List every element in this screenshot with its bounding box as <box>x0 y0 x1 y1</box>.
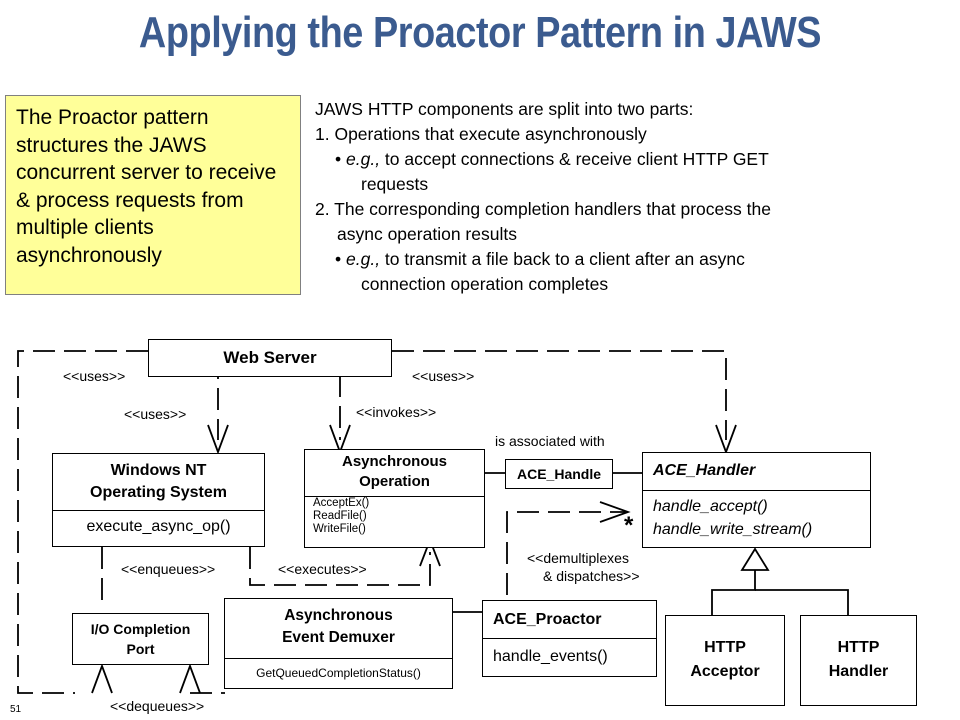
ace-handle-label: ACE_Handle <box>516 466 602 482</box>
inherit-acceptor <box>711 570 756 615</box>
label-executes: <<executes>> <box>278 561 367 577</box>
http-acceptor-box: HTTP Acceptor <box>665 615 785 706</box>
method-handle-write-stream: handle_write_stream() <box>653 521 813 538</box>
http-handler-box: HTTP Handler <box>800 615 917 706</box>
bullet-item1-sub-cont: requests <box>361 174 429 194</box>
async-event-demuxer-name: Asynchronous Event Demuxer <box>225 599 452 659</box>
arrowhead-windows <box>207 424 229 455</box>
method-writefile: WriteFile() <box>313 523 366 535</box>
http-handler-line2: Handler <box>828 663 889 680</box>
label-demultiplexes-2: & dispatches>> <box>543 568 640 584</box>
bullet-item2-sub-em: e.g., <box>346 249 381 269</box>
ace-proactor-box: ACE_Proactor handle_events() <box>482 600 657 677</box>
async-operation-name: Asynchronous Operation <box>305 450 484 497</box>
inherit-handler <box>755 589 849 615</box>
async-operation-box: Asynchronous Operation AcceptEx() ReadFi… <box>304 449 485 548</box>
arrowhead-dequeues-right <box>179 663 201 694</box>
page-number: 51 <box>10 704 22 715</box>
bullet-list: JAWS HTTP components are split into two … <box>315 97 955 297</box>
windows-nt-line2: Operating System <box>90 484 227 501</box>
uses-right-line <box>392 350 727 440</box>
windows-nt-box: Windows NT Operating System execute_asyn… <box>52 453 265 547</box>
ace-handler-methods: handle_accept() handle_write_stream() <box>643 491 870 541</box>
http-handler-line1: HTTP <box>837 639 880 656</box>
slide-title: Applying the Proactor Pattern in JAWS <box>138 8 822 57</box>
arrowhead-demux <box>599 501 631 523</box>
web-server-box: Web Server <box>148 339 392 377</box>
demuxer-method: GetQueuedCompletionStatus() <box>256 666 421 680</box>
ace-handler-box: ACE_Handler handle_accept() handle_write… <box>642 452 871 548</box>
bullet-item2-cont: async operation results <box>337 224 517 244</box>
windows-nt-method: execute_async_op() <box>86 518 231 535</box>
bullet-item2-sub-text: to transmit a file back to a client afte… <box>380 249 745 269</box>
demultiplexes-line <box>506 511 625 595</box>
label-uses-mid: <<uses>> <box>124 406 187 422</box>
ace-proactor-name: ACE_Proactor <box>483 601 656 639</box>
async-op-line2: Operation <box>359 473 430 490</box>
async-event-demuxer-box: Asynchronous Event Demuxer GetQueuedComp… <box>224 598 453 689</box>
label-dequeues: <<dequeues>> <box>110 698 205 714</box>
windows-nt-name: Windows NT Operating System <box>53 454 264 511</box>
io-port-line1: I/O Completion <box>90 621 191 637</box>
bullet-item2-sub-cont: connection operation completes <box>361 274 609 294</box>
executes-line <box>249 547 431 586</box>
bullet-item1: 1. Operations that execute asynchronousl… <box>315 124 647 144</box>
async-operation-methods: AcceptEx() ReadFile() WriteFile() <box>305 497 484 536</box>
http-acceptor-line2: Acceptor <box>690 663 760 680</box>
label-is-associated-with: is associated with <box>495 433 605 449</box>
bullet-item2: 2. The corresponding completion handlers… <box>315 199 771 219</box>
bullet-intro: JAWS HTTP components are split into two … <box>315 99 694 119</box>
bullet-item2-sub: • e.g., to transmit a file back to a cli… <box>335 249 745 269</box>
method-acceptex: AcceptEx() <box>313 497 370 509</box>
inheritance-triangle <box>740 547 770 571</box>
label-invokes: <<invokes>> <box>356 404 437 420</box>
bullet-item1-sub-em: e.g., <box>346 149 381 169</box>
demuxer-line2: Event Demuxer <box>282 629 395 646</box>
outer-uses-line <box>17 350 148 694</box>
io-port-line2: Port <box>126 641 155 657</box>
ace-handler-name: ACE_Handler <box>643 453 870 491</box>
windows-nt-line1: Windows NT <box>110 462 207 479</box>
ace-proactor-method: handle_events() <box>493 648 608 665</box>
method-readfile: ReadFile() <box>313 510 367 522</box>
web-server-label: Web Server <box>223 348 317 367</box>
ace-handle-box: ACE_Handle <box>505 459 613 489</box>
io-completion-port-box: I/O Completion Port <box>72 613 209 665</box>
multiplicity-star: * <box>624 512 634 539</box>
label-enqueues: <<enqueues>> <box>121 561 216 577</box>
async-op-line1: Asynchronous <box>341 453 447 470</box>
bullet-item1-sub: • e.g., to accept connections & receive … <box>335 149 769 169</box>
http-acceptor-line1: HTTP <box>704 639 746 656</box>
method-handle-accept: handle_accept() <box>653 498 768 515</box>
label-uses-right: <<uses>> <box>412 368 475 384</box>
demuxer-line1: Asynchronous <box>284 607 393 624</box>
label-demultiplexes-1: <<demultiplexes <box>527 550 629 566</box>
arrowhead-dequeues-left <box>91 663 113 694</box>
bullet-item1-sub-text: to accept connections & receive client H… <box>380 149 769 169</box>
label-uses-left: <<uses>> <box>63 368 126 384</box>
callout-box: The Proactor pattern structures the JAWS… <box>5 95 301 295</box>
